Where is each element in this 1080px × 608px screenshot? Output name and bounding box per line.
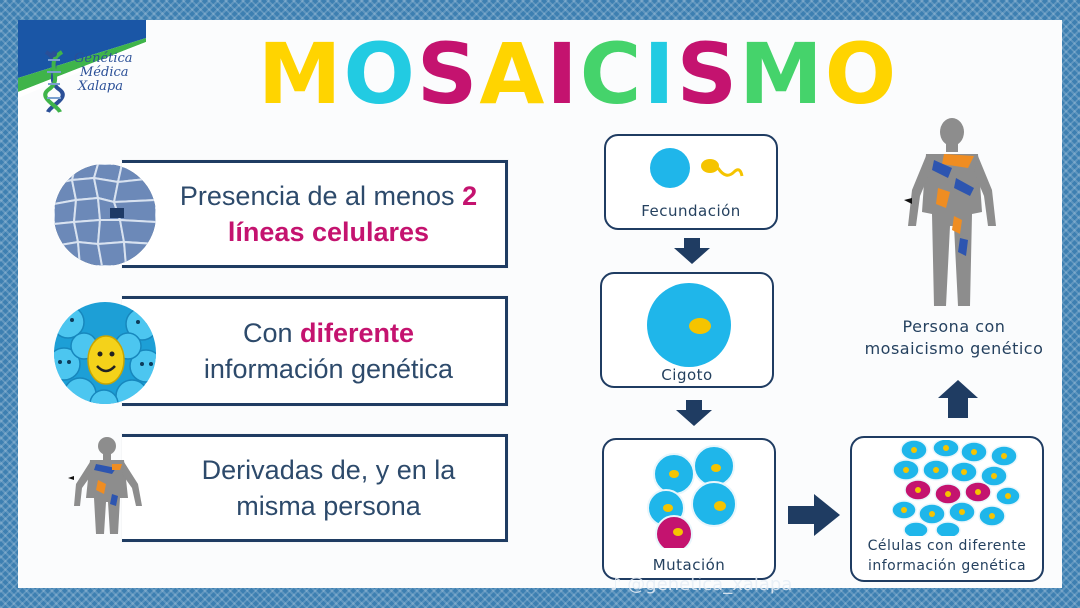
mosaic-cells-icon bbox=[892, 440, 1021, 536]
tiktok-icon: ♪ bbox=[610, 574, 622, 595]
persona-line-1: Persona con bbox=[902, 317, 1006, 336]
mutation-cells-icon bbox=[647, 445, 737, 548]
watermark-text: @genetica_xalapa bbox=[627, 574, 793, 595]
logo-line-1: Genética bbox=[74, 51, 133, 66]
feature-2-highlight: diferente bbox=[300, 318, 415, 348]
flow-box-cigoto: Cigoto bbox=[600, 272, 774, 388]
title-letter: M bbox=[739, 25, 825, 123]
logo: Genética Médica Xalapa bbox=[18, 20, 148, 130]
persona-line-2: mosaicismo genético bbox=[864, 339, 1044, 358]
person-label: Persona con mosaicismo genético bbox=[844, 316, 1062, 360]
celulas-line-2: información genética bbox=[867, 558, 1027, 574]
title-letter: A bbox=[479, 25, 547, 123]
feature-box-cell-lines: Presencia de al menos 2 líneas celulares bbox=[122, 160, 508, 268]
feature-2-text: Con bbox=[242, 318, 300, 348]
title-letter: S bbox=[676, 25, 740, 123]
zygote-icon bbox=[647, 283, 731, 367]
title-letter: M bbox=[257, 25, 344, 123]
title-letter: C bbox=[579, 25, 644, 123]
arrow-up-icon bbox=[938, 380, 978, 418]
flow-box-celulas: Células con diferente información genéti… bbox=[850, 436, 1044, 582]
feature-box-same-person: Derivadas de, y en la misma persona bbox=[122, 434, 508, 542]
arrow-down-icon bbox=[674, 400, 714, 426]
celulas-line-1: Células con diferente bbox=[867, 538, 1027, 554]
title-letter: O bbox=[343, 25, 417, 123]
watermark: ♪ @genetica_xalapa bbox=[610, 574, 792, 595]
dna-icon bbox=[43, 50, 65, 114]
person-silhouette-icon bbox=[52, 434, 162, 544]
flow-box-mutacion: Mutación bbox=[602, 438, 776, 580]
flow-box-fecundacion: Fecundación bbox=[604, 134, 778, 230]
logo-line-3: Xalapa bbox=[78, 79, 123, 94]
title-letter: I bbox=[643, 25, 677, 123]
feature-1-line2: líneas celulares bbox=[227, 217, 430, 247]
feature-2-line2: información genética bbox=[203, 354, 454, 384]
feature-1-highlight: 2 bbox=[462, 181, 478, 211]
flow-label-fecundacion: Fecundación bbox=[641, 202, 741, 220]
arrow-right-icon bbox=[788, 494, 840, 536]
feature-3-line1: Derivadas de, y en la bbox=[201, 455, 456, 485]
title-letter: I bbox=[546, 25, 580, 123]
flow-label-mutacion: Mutación bbox=[652, 556, 726, 574]
feature-box-genetic-info: Con diferente información genética bbox=[122, 296, 508, 406]
logo-text: Genética Médica Xalapa bbox=[74, 52, 154, 94]
flow-label-cigoto: Cigoto bbox=[661, 366, 713, 384]
title-letter: S bbox=[416, 25, 480, 123]
sperm-egg-icon bbox=[650, 148, 744, 188]
feature-3-line2: misma persona bbox=[236, 491, 421, 521]
mosaic-person-figure bbox=[896, 116, 1006, 316]
logo-line-2: Médica bbox=[80, 65, 129, 80]
feature-1-text: Presencia de al menos bbox=[179, 181, 463, 211]
mosaic-tile-icon bbox=[54, 164, 156, 266]
arrow-down-icon bbox=[672, 238, 712, 264]
flow-label-celulas: Células con diferente información genéti… bbox=[852, 536, 1042, 576]
title-letter: O bbox=[824, 25, 899, 123]
smiley-balls-icon bbox=[54, 302, 156, 404]
